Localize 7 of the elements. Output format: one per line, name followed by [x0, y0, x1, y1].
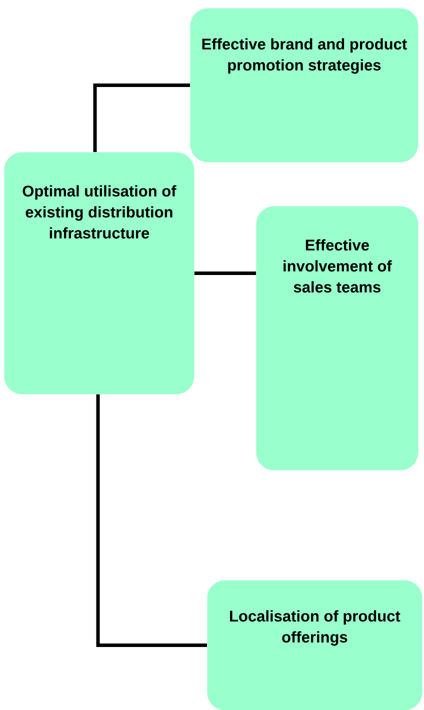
connector-line	[93, 83, 190, 152]
connector-line	[96, 394, 207, 647]
process-box: Optimal utilisation of existing distribution infrastructure	[4, 152, 194, 394]
process-box: Effective involvement of sales teams	[256, 206, 418, 470]
connector-line	[194, 271, 256, 275]
process-box: Effective brand and product promotion strategies	[190, 8, 418, 162]
process-box: Localisation of product offerings	[207, 580, 422, 710]
